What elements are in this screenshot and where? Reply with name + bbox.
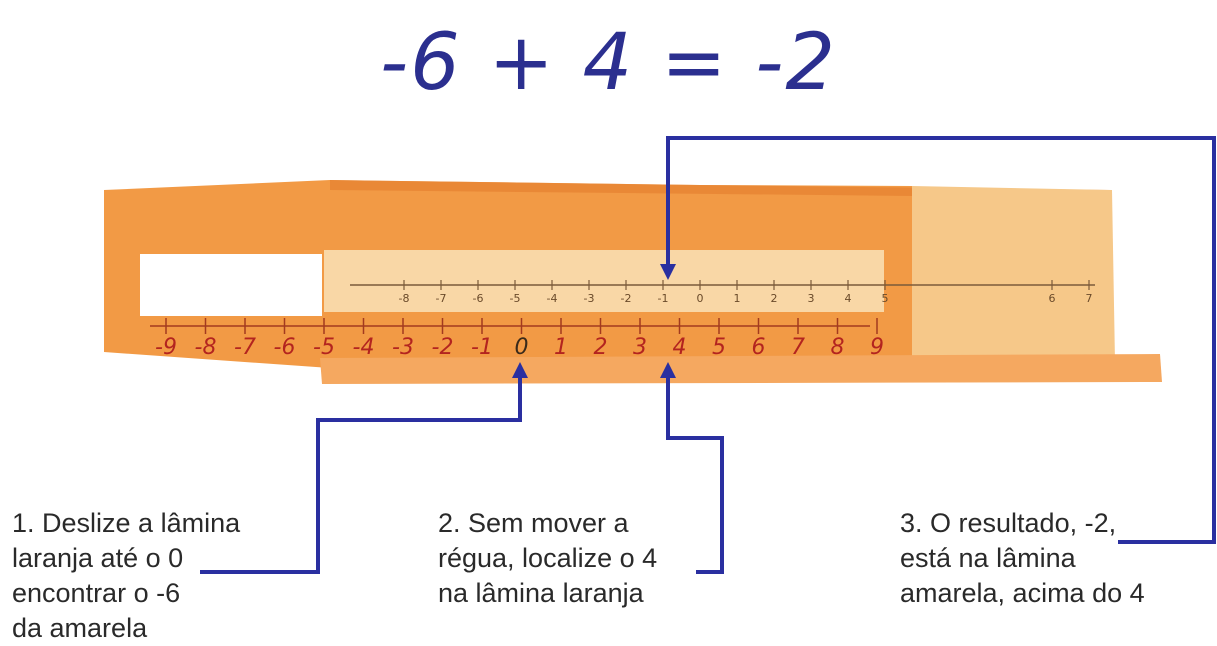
yellow-tick-label: 7 <box>1086 292 1093 305</box>
step-2-line-3: na lâmina laranja <box>438 578 644 608</box>
orange-tick-label: -3 <box>392 335 414 360</box>
yellow-tick-label: -5 <box>510 292 521 305</box>
orange-tick-label: -5 <box>313 335 335 360</box>
yellow-strip-right <box>912 186 1115 362</box>
step-3-line-1: 3. O resultado, -2, <box>900 508 1117 538</box>
orange-base-bar <box>320 354 1162 384</box>
yellow-tick-label: -2 <box>621 292 632 305</box>
step-1-line-1: 1. Deslize a lâmina <box>12 508 241 538</box>
step-2-line-2: régua, localize o 4 <box>438 543 658 573</box>
orange-tick-label: -7 <box>234 335 256 360</box>
yellow-tick-label: 2 <box>771 292 778 305</box>
arrowhead-step3 <box>660 264 676 280</box>
yellow-tick-label: -4 <box>547 292 558 305</box>
ruler-window <box>324 250 884 312</box>
white-window <box>140 254 322 316</box>
equation-title: -6 + 4 = -2 <box>379 18 838 108</box>
step-1-line-2: laranja até o 0 <box>12 543 184 573</box>
orange-tick-label: 0 <box>515 335 529 360</box>
orange-tick-label: 1 <box>554 335 568 360</box>
orange-tick-label: -8 <box>195 335 217 360</box>
orange-tick-label: 2 <box>594 335 608 360</box>
orange-tick-label: -2 <box>432 335 454 360</box>
orange-tick-label: -4 <box>353 335 375 360</box>
step-2-line-1: 2. Sem mover a <box>438 508 629 538</box>
yellow-tick-label: 6 <box>1049 292 1056 305</box>
orange-tick-label: -9 <box>155 335 177 360</box>
yellow-tick-label: -1 <box>658 292 669 305</box>
yellow-tick-label: 5 <box>882 292 889 305</box>
step-1-text: 1. Deslize a lâmina laranja até o 0 enco… <box>12 506 312 646</box>
arrowhead-step2 <box>660 362 676 378</box>
orange-tick-label: -1 <box>471 335 493 360</box>
yellow-tick-label: 3 <box>808 292 815 305</box>
arrowhead-step1 <box>512 362 528 378</box>
step-3-line-3: amarela, acima do 4 <box>900 578 1145 608</box>
yellow-tick-label: -8 <box>399 292 410 305</box>
orange-tick-label: 5 <box>712 335 726 360</box>
step-1-line-4: da amarela <box>12 613 148 643</box>
orange-tick-label: 4 <box>673 335 687 360</box>
orange-tick-label: 9 <box>870 335 884 360</box>
yellow-tick-label: -7 <box>436 292 447 305</box>
orange-tick-label: 3 <box>633 335 647 360</box>
step-2-text: 2. Sem mover a régua, localize o 4 na lâ… <box>438 506 738 611</box>
orange-tick-label: 8 <box>831 335 845 360</box>
yellow-tick-label: 0 <box>697 292 704 305</box>
orange-tick-label: -6 <box>274 335 296 360</box>
orange-tick-label: 6 <box>752 335 766 360</box>
step-1-line-3: encontrar o -6 <box>12 578 181 608</box>
orange-tick-label: 7 <box>791 335 805 360</box>
connector-step3 <box>666 136 1216 544</box>
step-3-text: 3. O resultado, -2, está na lâmina amare… <box>900 506 1200 611</box>
connector-step1 <box>200 372 522 574</box>
yellow-tick-label: 4 <box>845 292 852 305</box>
yellow-tick-label: 1 <box>734 292 741 305</box>
yellow-tick-label: -6 <box>473 292 484 305</box>
connector-step2 <box>666 372 724 574</box>
yellow-tick-label: -3 <box>584 292 595 305</box>
yellow-ruler-marks: -8 -7 -6 -5 -4 -3 -2 -1 0 1 2 3 4 5 6 7 <box>399 280 1093 305</box>
step-3-line-2: está na lâmina <box>900 543 1076 573</box>
